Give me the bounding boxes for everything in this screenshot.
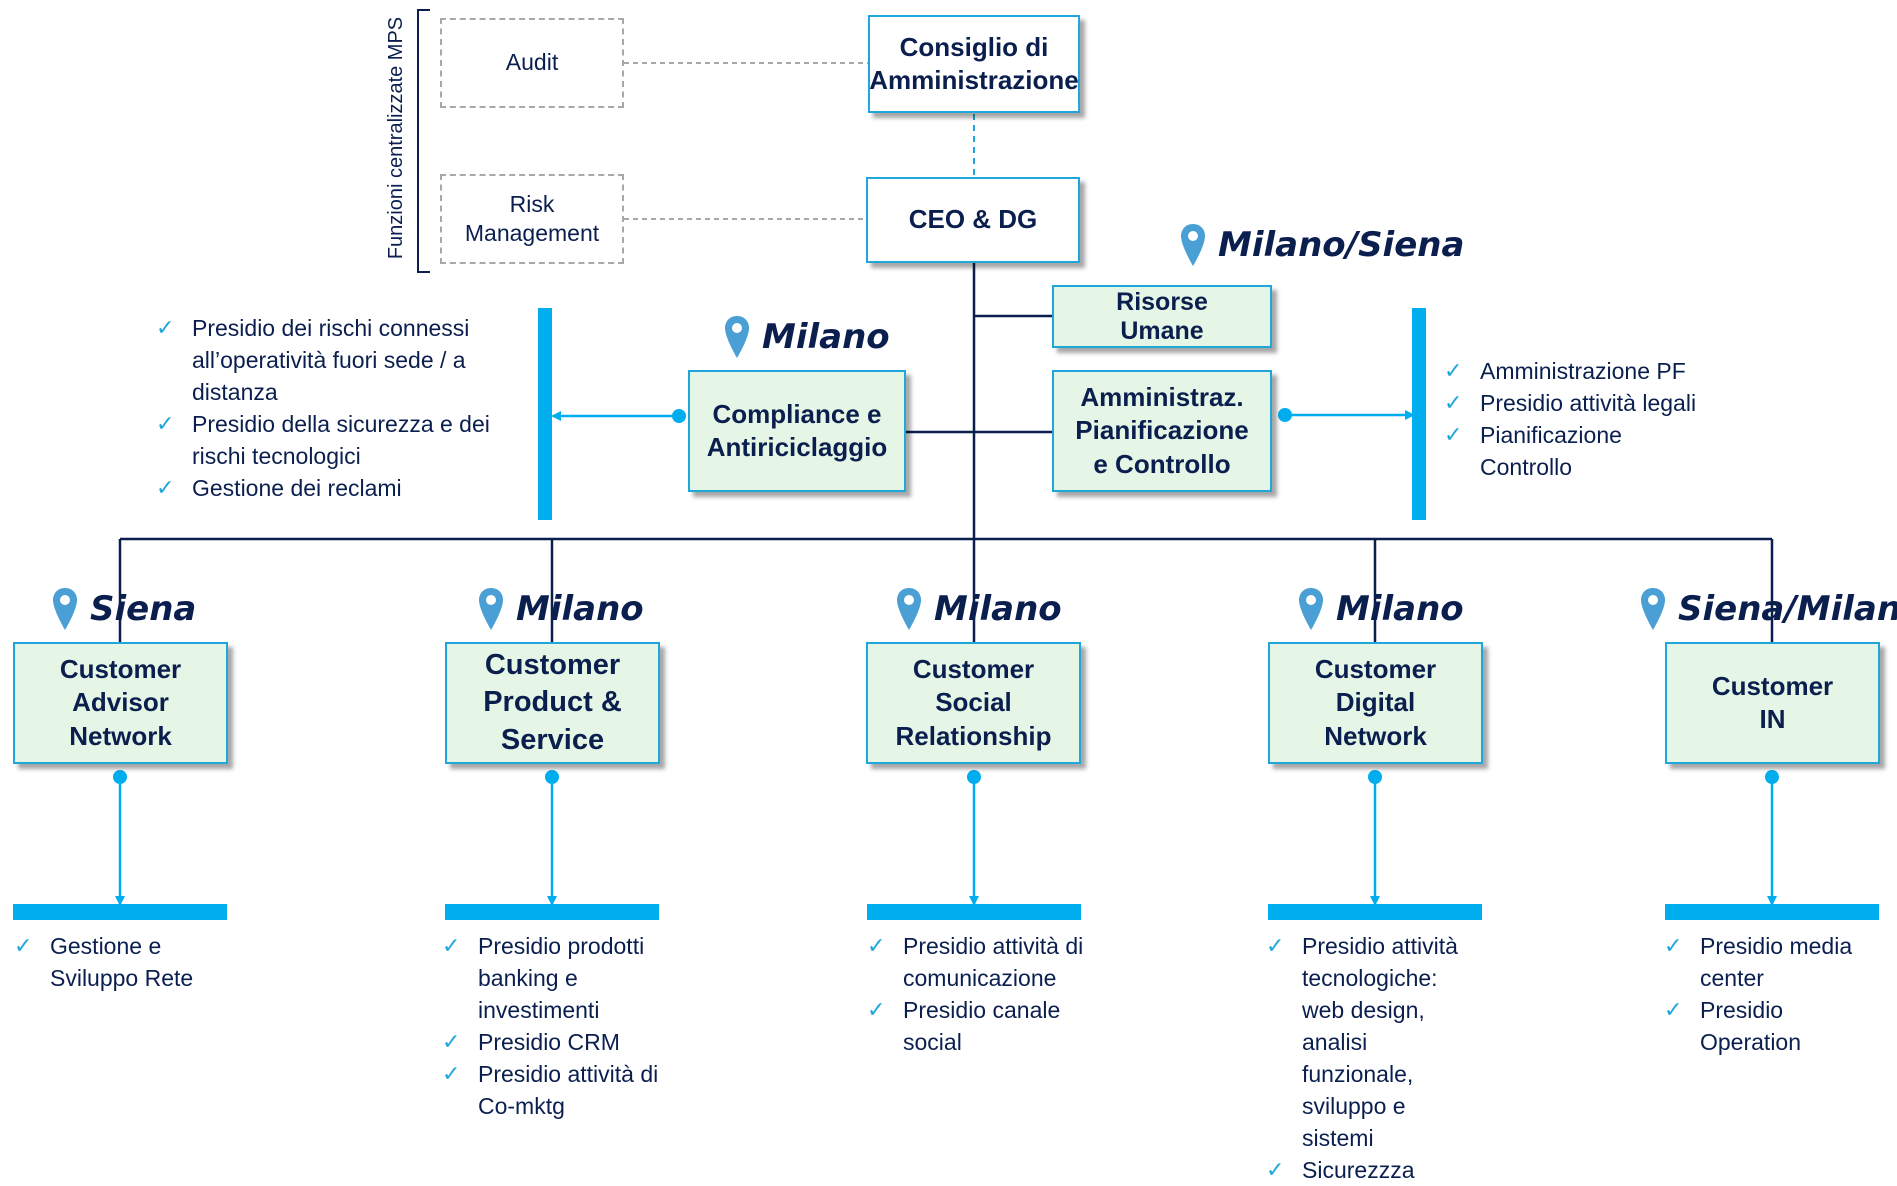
board-box: Consiglio di Amministrazione — [868, 15, 1080, 113]
division-duties-list: ✓Presidio attività di comunicazione ✓Pre… — [867, 930, 1097, 1058]
division-box-customer-advisor-network: Customer Advisor Network — [13, 642, 228, 764]
map-pin-icon — [725, 316, 749, 358]
compliance-duties-bar — [538, 308, 552, 520]
compliance-location-label: Milano — [762, 317, 890, 357]
list-item: ✓Presidio attività tecnologiche: web des… — [1266, 930, 1466, 1154]
list-item: ✓Presidio dei rischi connessi all’operat… — [156, 312, 516, 408]
list-item: ✓Presidio attività di comunicazione — [867, 930, 1097, 994]
compliance-box: Compliance e Antiriciclaggio — [688, 370, 906, 492]
division-bar-2 — [445, 904, 659, 920]
list-item: ✓Presidio canale social — [867, 994, 1097, 1058]
list-item: ✓Gestione e Sviluppo Rete — [14, 930, 224, 994]
checkmark-icon: ✓ — [1266, 1157, 1285, 1182]
division-duties-list: ✓Presidio media center ✓Presidio Operati… — [1664, 930, 1874, 1058]
division-location: Milano — [896, 586, 1062, 632]
checkmark-icon: ✓ — [442, 1061, 461, 1086]
division-box-customer-product-service: Customer Product & Service — [445, 642, 660, 764]
checkmark-icon: ✓ — [1664, 933, 1683, 958]
map-pin-icon — [897, 588, 921, 630]
division-duties-list: ✓Gestione e Sviluppo Rete — [14, 930, 224, 994]
checkmark-icon: ✓ — [1444, 390, 1463, 415]
apc-duties-list: ✓Amministrazione PF ✓Presidio attività l… — [1444, 355, 1714, 483]
list-item: ✓Presidio attività di Co-mktg — [442, 1058, 672, 1122]
map-pin-icon — [1641, 588, 1665, 630]
division-bar-1 — [13, 904, 227, 920]
checkmark-icon: ✓ — [867, 933, 886, 958]
checkmark-icon: ✓ — [156, 411, 175, 436]
checkmark-icon: ✓ — [1266, 933, 1285, 958]
checkmark-icon: ✓ — [1444, 358, 1463, 383]
division-location: Milano — [1298, 586, 1464, 632]
list-item: ✓Presidio media center — [1664, 930, 1874, 994]
apc-duties-bar — [1412, 308, 1426, 520]
risk-management-box: Risk Management — [440, 174, 624, 264]
division-bar-4 — [1268, 904, 1482, 920]
list-item: ✓Presidio attività legali — [1444, 387, 1714, 419]
map-pin-icon — [1181, 224, 1205, 266]
ceo-box: CEO & DG — [866, 177, 1080, 263]
compliance-duties-list: ✓Presidio dei rischi connessi all’operat… — [156, 312, 516, 504]
division-duties-list: ✓Presidio prodotti banking e investiment… — [442, 930, 672, 1122]
division-location: Siena/Milano — [1640, 586, 1897, 632]
map-pin-icon — [479, 588, 503, 630]
map-pin-icon — [53, 588, 77, 630]
hr-location-label: Milano/Siena — [1218, 225, 1465, 265]
checkmark-icon: ✓ — [156, 315, 175, 340]
list-item: ✓Sicurezzza — [1266, 1154, 1466, 1186]
list-item: ✓Presidio CRM — [442, 1026, 672, 1058]
centralized-functions-bracket — [417, 9, 430, 273]
compliance-location: Milano — [724, 314, 890, 360]
division-bar-5 — [1665, 904, 1879, 920]
division-box-customer-social-relationship: Customer Social Relationship — [866, 642, 1081, 764]
list-item: ✓Gestione dei reclami — [156, 472, 516, 504]
centralized-functions-label: Funzioni centralizzate MPS — [385, 16, 407, 260]
hr-box: Risorse Umane — [1052, 285, 1272, 348]
list-item: ✓Pianificazione Controllo — [1444, 419, 1714, 483]
list-item: ✓Presidio della sicurezza e dei rischi t… — [156, 408, 516, 472]
division-location: Milano — [478, 586, 644, 632]
division-duties-list: ✓Presidio attività tecnologiche: web des… — [1266, 930, 1466, 1186]
checkmark-icon: ✓ — [442, 933, 461, 958]
checkmark-icon: ✓ — [442, 1029, 461, 1054]
checkmark-icon: ✓ — [156, 475, 175, 500]
checkmark-icon: ✓ — [14, 933, 33, 958]
list-item: ✓Amministrazione PF — [1444, 355, 1714, 387]
audit-box: Audit — [440, 18, 624, 108]
division-box-customer-digital-network: Customer Digital Network — [1268, 642, 1483, 764]
division-location: Siena — [52, 586, 196, 632]
apc-box: Amministraz. Pianificazione e Controllo — [1052, 370, 1272, 492]
list-item: ✓Presidio Operation — [1664, 994, 1874, 1058]
checkmark-icon: ✓ — [1444, 422, 1463, 447]
hr-location: Milano/Siena — [1180, 222, 1464, 268]
checkmark-icon: ✓ — [1664, 997, 1683, 1022]
list-item: ✓Presidio prodotti banking e investiment… — [442, 930, 672, 1026]
division-box-customer-in: Customer IN — [1665, 642, 1880, 764]
division-bar-3 — [867, 904, 1081, 920]
map-pin-icon — [1299, 588, 1323, 630]
checkmark-icon: ✓ — [867, 997, 886, 1022]
